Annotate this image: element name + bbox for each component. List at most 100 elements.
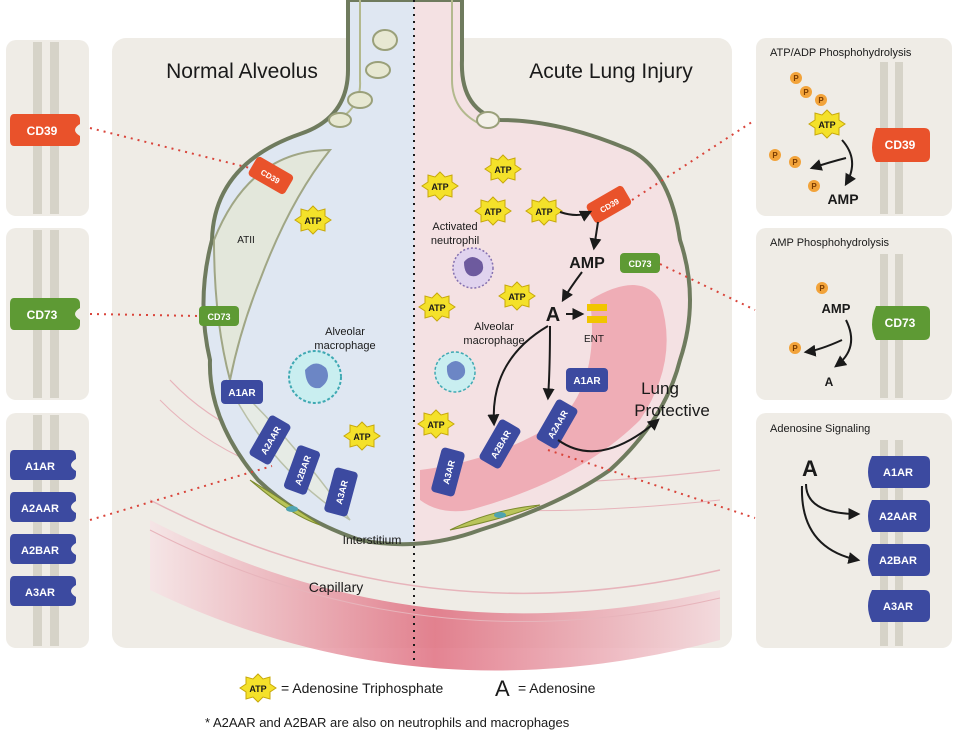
svg-text:CD73: CD73 [628,259,651,269]
svg-text:A3AR: A3AR [883,601,913,613]
title-acute-lung-injury: Acute Lung Injury [529,60,693,83]
svg-text:AMP: AMP [827,191,858,207]
svg-text:ATP: ATP [353,432,370,442]
cd39-receptor-left: CD39 [248,156,294,195]
capillary-label: Capillary [309,579,363,595]
cd73-receptor-right: CD73 [620,253,660,273]
left-panel-receptors [6,413,89,648]
macrophage-label-left-2: macrophage [314,340,375,352]
a1ar-tag-left: A1AR [10,450,76,480]
legend-adenosine-text: = Adenosine [518,680,596,696]
svg-text:A: A [802,456,818,481]
svg-text:A2AAR: A2AAR [879,511,917,523]
legend: ATP = Adenosine Triphosphate A = Adenosi… [239,673,596,703]
cd73-tag-left: CD73 [10,298,80,330]
panel-amp-title: AMP Phosphohydrolysis [770,237,890,249]
svg-text:ATP: ATP [494,165,511,175]
svg-text:P: P [819,284,825,293]
neutrophil-label-1: Activated [432,221,477,233]
atp-star-right-6: ATP [418,292,456,322]
svg-text:A1AR: A1AR [25,461,55,473]
svg-text:P: P [818,96,824,105]
cd39-tag-left: CD39 [10,114,80,146]
alveolar-macrophage-right: Alveolar macrophage [434,321,525,393]
atp-star-right-5: ATP [498,281,536,311]
svg-text:ENT: ENT [584,334,604,345]
legend-atp-text: = Adenosine Triphosphate [281,680,444,696]
svg-text:P: P [792,158,798,167]
interstitium-label: Interstitium [343,533,402,547]
cd73-receptor-left: CD73 [199,306,239,326]
a3ar-tag-left: A3AR [10,576,76,606]
svg-text:ATP: ATP [427,420,444,430]
atp-star-left-2: ATP [343,421,381,451]
panel-atp-adp: ATP/ADP Phosphohydrolysis CD39 ATP P P P… [756,38,952,216]
panel-atp-adp-title: ATP/ADP Phosphohydrolysis [770,47,912,59]
atii-label: ATII [237,235,255,246]
svg-text:CD73: CD73 [27,308,58,322]
atp-star-right-7: ATP [417,409,455,439]
svg-text:A1AR: A1AR [228,388,256,399]
lung-protective-label-2: Protective [634,401,710,420]
svg-text:P: P [772,151,778,160]
svg-text:CD73: CD73 [207,312,230,322]
a1ar-receptor-left: A1AR [221,380,263,404]
svg-text:P: P [792,344,798,353]
svg-text:A2BAR: A2BAR [21,545,59,557]
a1ar-receptor-right: A1AR [566,368,608,392]
legend-atp-icon-text: ATP [249,684,266,694]
normal-alveolus [201,0,414,547]
neutrophil-label-2: neutrophil [431,235,479,247]
svg-text:A2BAR: A2BAR [879,555,917,567]
alveolar-macrophage-left: Alveolar macrophage [288,326,376,404]
svg-text:P: P [793,74,799,83]
svg-text:P: P [811,182,817,191]
svg-text:AMP: AMP [822,301,851,316]
macrophage-label-left-1: Alveolar [325,326,365,338]
legend-adenosine-symbol: A [495,676,510,701]
macrophage-label-right-1: Alveolar [474,321,514,333]
ent-transporter: ENT [584,304,607,345]
atp-star-right-2: ATP [421,171,459,201]
svg-text:ATP: ATP [508,292,525,302]
dotted-connectors [89,119,756,521]
svg-text:CD39: CD39 [885,138,916,152]
atp-star-right-3: ATP [474,196,512,226]
svg-text:A1AR: A1AR [883,467,913,479]
svg-text:CD39: CD39 [27,124,58,138]
pathway-arrows [487,210,660,453]
svg-text:ATP: ATP [431,182,448,192]
svg-text:A1AR: A1AR [573,376,601,387]
a2bar-receptor-left: A2BAR [283,445,321,495]
a3ar-receptor-right: A3AR [431,447,465,497]
a2bar-tag-left: A2BAR [10,534,76,564]
svg-text:ATP: ATP [304,216,321,226]
lung-protective-label-1: Lung [641,379,679,398]
capillary [149,379,721,671]
footnote: * A2AAR and A2BAR are also on neutrophil… [205,715,570,730]
a2aar-tag-left: A2AAR [10,492,76,522]
activated-neutrophil: Activated neutrophil [431,221,494,289]
svg-text:A: A [825,375,834,389]
panel-adenosine-title: Adenosine Signaling [770,423,870,435]
svg-text:A2AAR: A2AAR [21,503,59,515]
injured-alveolus [414,0,692,546]
svg-text:A3AR: A3AR [25,587,55,599]
a3ar-receptor-left: A3AR [324,467,358,517]
airway-duct [328,0,500,129]
amp-label-center: AMP [569,255,605,272]
atp-star-right-1: ATP [484,154,522,184]
svg-text:ATP: ATP [428,303,445,313]
svg-text:P: P [803,88,809,97]
svg-text:CD73: CD73 [885,316,916,330]
macrophage-label-right-2: macrophage [463,335,524,347]
adenosine-label-center: A [546,304,560,326]
panel-amp: AMP Phosphohydrolysis CD73 P AMP P A [756,228,952,400]
svg-text:ATP: ATP [484,207,501,217]
atp-star-left-1: ATP [294,205,332,235]
title-normal-alveolus: Normal Alveolus [166,60,318,83]
svg-text:ATP: ATP [818,120,835,130]
fibroblast-cells [249,479,541,531]
cd39-receptor-right: CD39 [586,185,632,224]
